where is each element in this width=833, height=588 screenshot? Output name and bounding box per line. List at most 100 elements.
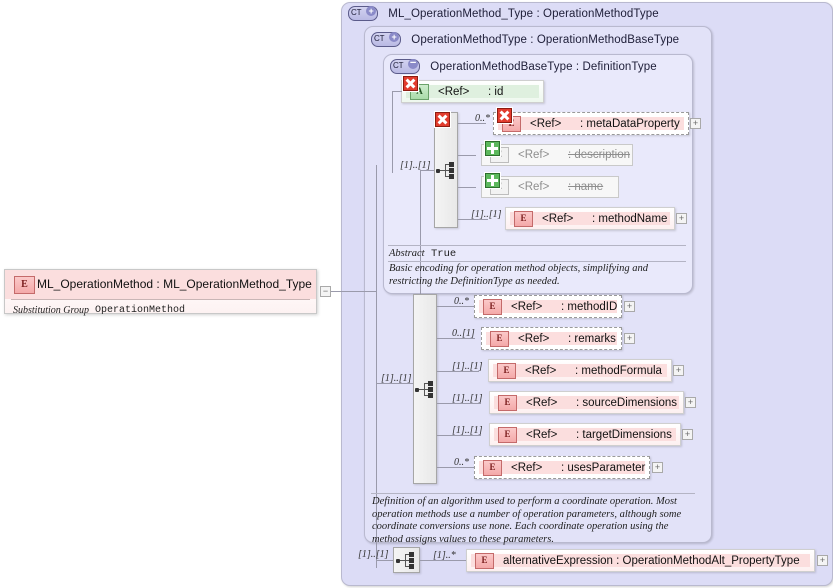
type-panel-title-3: OperationMethodBaseType : DefinitionType <box>430 60 657 73</box>
node-alternativeexpression[interactable]: E alternativeExpression : OperationMetho… <box>466 549 815 572</box>
ct-badge-expand-2[interactable]: CT+ <box>371 32 401 47</box>
type-panel-title-1: ML_OperationMethod_Type : OperationMetho… <box>388 7 659 20</box>
inner-sequence-compositor[interactable] <box>434 112 458 228</box>
expand-toggle-sourcedimensions[interactable]: + <box>685 397 696 408</box>
node-methodname[interactable]: E <Ref>: methodName <box>505 207 675 230</box>
seq-line <box>445 170 449 171</box>
node-targetdimensions[interactable]: E <Ref>: targetDimensions <box>489 423 681 446</box>
node-usesparameter-text: <Ref>: usesParameter <box>511 462 645 474</box>
expand-toggle-targetdimensions[interactable]: + <box>682 429 693 440</box>
node-methodid[interactable]: E <Ref>: methodID <box>474 295 622 318</box>
connector-attr-vertical <box>392 91 393 173</box>
occurrence-methodformula: [1]..[1] <box>452 361 483 372</box>
ct-toggle-1[interactable]: + <box>366 6 376 16</box>
seq-line <box>440 170 445 171</box>
node-attribute-id-inner: A <Ref>: id <box>406 83 539 100</box>
element-badge-icon: E <box>498 426 517 443</box>
expand-toggle-alternativeexpression[interactable]: + <box>817 555 828 566</box>
ct-toggle-2[interactable]: + <box>389 32 399 42</box>
node-targetdimensions-name: : targetDimensions <box>576 428 672 441</box>
node-description-text: <Ref>: description <box>518 149 630 161</box>
abstract-label: Abstract <box>389 248 425 259</box>
node-description-inner: E <Ref>: description <box>486 147 630 163</box>
node-remarks[interactable]: E <Ref>: remarks <box>481 327 622 350</box>
type-panel-label-1: CT+ ML_OperationMethod_Type : OperationM… <box>348 6 659 21</box>
node-remarks-name: : remarks <box>568 332 616 345</box>
expand-toggle-metadataproperty[interactable]: + <box>690 118 701 129</box>
outer-doc-divider <box>371 493 695 494</box>
connector-outer-seq-in <box>376 383 413 384</box>
node-name[interactable]: E <Ref>: name <box>481 173 619 198</box>
outer-sequence-compositor[interactable] <box>413 294 437 484</box>
prohibited-x-icon-metadataproperty <box>497 108 512 123</box>
occurrence-usesparameter: 0..* <box>454 457 469 468</box>
abstract-divider <box>388 245 686 246</box>
expand-toggle-usesparameter[interactable]: + <box>652 462 663 473</box>
connector-inner-seq-feed <box>420 170 421 370</box>
type-panel-label-2: CT+ OperationMethodType : OperationMetho… <box>371 32 679 47</box>
bottom-sequence-compositor[interactable] <box>393 547 420 573</box>
node-remarks-inner: E <Ref>: remarks <box>486 330 617 347</box>
ct-badge-expand-1[interactable]: CT+ <box>348 6 378 21</box>
ct-badge-collapse-3[interactable]: CT− <box>390 57 420 74</box>
branch-line-targetdimensions <box>437 435 481 436</box>
expand-toggle-remarks[interactable]: + <box>624 333 635 344</box>
node-metadataproperty-inner: E <Ref>: metaDataProperty <box>498 115 684 132</box>
occurrence-remarks: 0..[1] <box>452 328 475 339</box>
occurrence-alternativeexpression: [1]..* <box>433 550 456 561</box>
ct-toggle-3[interactable]: − <box>408 57 418 69</box>
node-name-name: : name <box>568 181 604 193</box>
node-sourcedimensions[interactable]: E <Ref>: sourceDimensions <box>489 391 684 414</box>
branch-line-name <box>458 187 476 188</box>
seq-square <box>428 393 433 398</box>
node-methodname-name: : methodName <box>592 212 668 225</box>
node-alternativeexpression-text: alternativeExpression : OperationMethodA… <box>503 554 800 567</box>
node-metadataproperty-ref: <Ref> <box>530 117 562 130</box>
root-element-card[interactable]: E ML_OperationMethod : ML_OperationMetho… <box>4 269 317 316</box>
expand-toggle-methodformula[interactable]: + <box>673 365 684 376</box>
sequence-icon-outer <box>415 381 437 399</box>
node-attribute-id[interactable]: A <Ref>: id <box>401 76 544 103</box>
node-methodid-inner: E <Ref>: methodID <box>479 298 617 315</box>
occurrence-methodid: 0..* <box>454 296 469 307</box>
occurrence-methodname: [1]..[1] <box>471 209 502 220</box>
node-metadataproperty-text: <Ref>: metaDataProperty <box>530 118 680 130</box>
connector-trunk-top <box>343 291 376 292</box>
sequence-icon-inner <box>436 162 458 180</box>
root-element-collapse-toggle[interactable]: − <box>320 286 331 297</box>
connector-inner-seq-in <box>420 170 434 171</box>
node-methodformula[interactable]: E <Ref>: methodFormula <box>488 359 672 382</box>
node-targetdimensions-inner: E <Ref>: targetDimensions <box>494 426 676 443</box>
node-methodformula-inner: E <Ref>: methodFormula <box>493 362 667 379</box>
node-methodformula-ref: <Ref> <box>525 364 557 377</box>
node-attribute-id-text: <Ref>: id <box>438 86 503 98</box>
node-sourcedimensions-ref: <Ref> <box>526 396 558 409</box>
element-badge-icon: E <box>483 298 502 315</box>
root-element-header <box>5 270 316 299</box>
node-methodformula-name: : methodFormula <box>575 364 662 377</box>
root-element-divider <box>11 299 310 300</box>
seq-line <box>400 560 405 561</box>
seq-square <box>428 387 433 392</box>
seq-square <box>449 174 454 179</box>
branch-line-methodformula <box>437 371 479 372</box>
node-sourcedimensions-text: <Ref> : sourceDimensions <box>526 397 677 409</box>
node-usesparameter[interactable]: E <Ref>: usesParameter <box>474 456 650 479</box>
expand-toggle-methodname[interactable]: + <box>676 213 687 224</box>
seq-square <box>428 381 433 386</box>
branch-line-remarks <box>437 338 475 339</box>
branch-line-description <box>458 155 476 156</box>
node-usesparameter-inner: E <Ref>: usesParameter <box>479 459 645 476</box>
node-targetdimensions-text: <Ref>: targetDimensions <box>526 429 672 441</box>
node-sourcedimensions-name: : sourceDimensions <box>576 396 677 409</box>
root-element-title: ML_OperationMethod : ML_OperationMethod_… <box>37 277 312 291</box>
node-description[interactable]: E <Ref>: description <box>481 141 633 166</box>
element-badge-icon: E <box>490 330 509 347</box>
node-methodname-ref: <Ref> <box>542 212 574 225</box>
node-name-ref: <Ref> <box>518 181 550 193</box>
expand-toggle-methodid[interactable]: + <box>624 301 635 312</box>
node-metadataproperty[interactable]: E <Ref>: metaDataProperty <box>493 108 689 135</box>
inner-documentation: Basic encoding for operation method obje… <box>389 263 648 287</box>
added-plus-icon-name <box>485 173 500 188</box>
prohibited-x-icon-inner-seq <box>435 112 450 127</box>
